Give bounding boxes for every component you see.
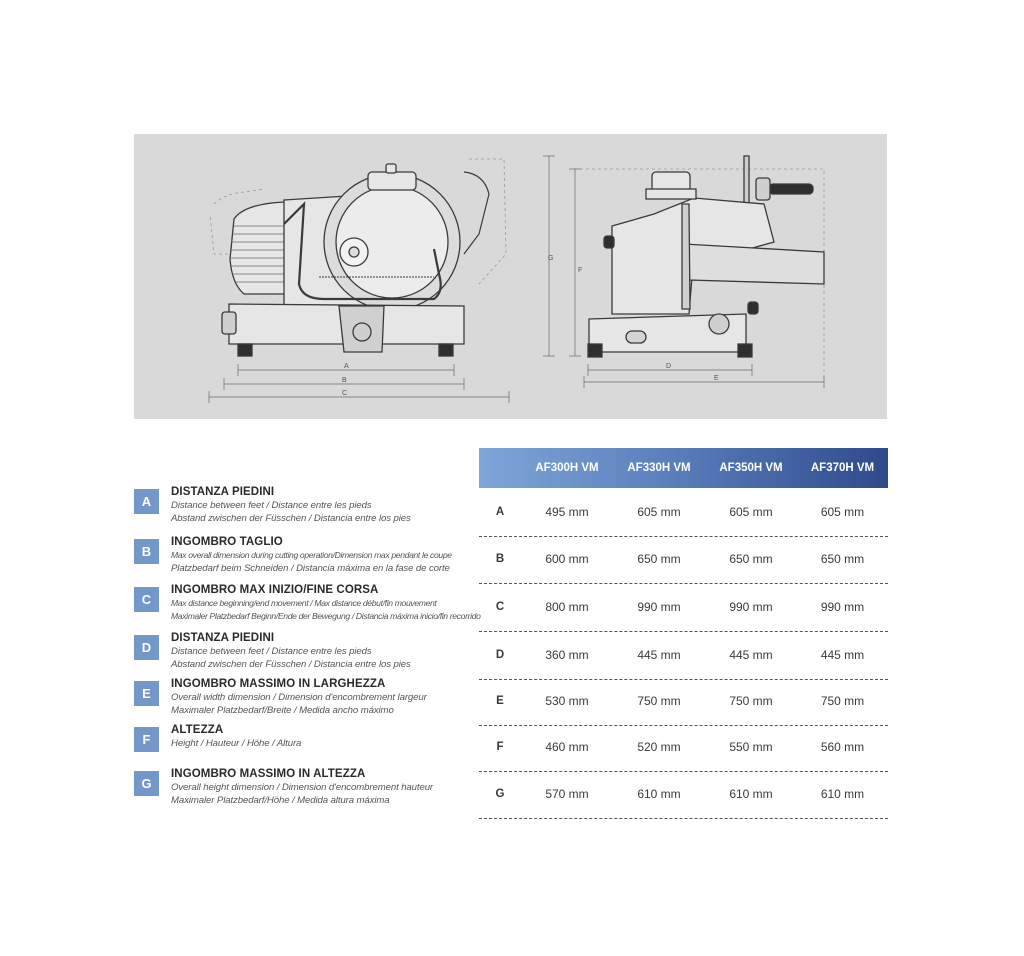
table-cell: 650 mm [637,552,681,566]
legend-item-d: D DISTANZA PIEDINI Distance between feet… [134,632,479,675]
table-cell: 600 mm [545,552,589,566]
legend-title: DISTANZA PIEDINI [171,486,275,498]
table-cell-key: A [495,506,505,518]
table-header: AF300H VM AF330H VM AF350H VM AF370H VM [479,448,888,488]
table-cell: 750 mm [729,694,773,708]
legend-badge: G [134,771,159,796]
legend-line-1: Max overall dimension during cutting ope… [171,550,452,560]
table-cell: 610 mm [820,787,865,801]
table-header-cell [479,448,521,488]
legend-line-1: Max distance beginning/end movement / Ma… [171,598,437,608]
legend-line-2: Maximaler Platzbedarf/Breite / Medida an… [171,705,394,716]
legend-item-b: B INGOMBRO TAGLIO Max overall dimension … [134,536,479,579]
table-cell: 605 mm [637,505,681,519]
legend-badge: F [134,727,159,752]
table-cell: 445 mm [820,648,865,662]
table-cell: 610 mm [637,787,681,801]
legend-line-2: Maximaler Platzbedarf/Höhe / Medida altu… [171,795,390,806]
table-cell: 520 mm [637,740,681,754]
table-cell-key: F [496,741,504,753]
table-cell-key: D [495,649,505,661]
table-cell: 750 mm [820,694,865,708]
table-cell: 570 mm [545,787,589,801]
table-row: F 460 mm 520 mm 550 mm 560 mm [479,724,888,772]
legend-badge: D [134,635,159,660]
dim-label-g: G [548,255,553,262]
legend-title: DISTANZA PIEDINI [171,632,275,644]
table-header-cell: AF350H VM [719,462,783,474]
legend-badge: E [134,681,159,706]
front-view-drawing [209,158,507,357]
legend-item-c: C INGOMBRO MAX INIZIO/FINE CORSA Max dis… [134,584,481,627]
table-cell: 460 mm [545,740,589,754]
table-cell-key: E [496,695,504,707]
table-cell: 445 mm [637,648,681,662]
legend-line-1: Overall height dimension / Dimension d'e… [171,782,434,793]
legend-item-a: A DISTANZA PIEDINI Distance between feet… [134,486,479,529]
table-cell: 990 mm [637,600,681,614]
table-row: E 530 mm 750 mm 750 mm 750 mm [479,678,888,726]
table-cell: 800 mm [545,600,589,614]
technical-drawing-panel: A B C [134,134,887,419]
dim-label-f: F [578,267,582,274]
table-row: D 360 mm 445 mm 445 mm 445 mm [479,632,888,680]
table-cell: 560 mm [820,740,865,754]
legend-title: INGOMBRO MASSIMO IN LARGHEZZA [171,678,386,690]
legend-line-1: Height / Hauteur / Höhe / Altura [171,738,302,749]
table-row: B 600 mm 650 mm 650 mm 650 mm [479,536,888,584]
table-cell: 605 mm [729,505,773,519]
table-row: A 495 mm 605 mm 605 mm 605 mm [479,489,888,537]
legend-title: INGOMBRO TAGLIO [171,536,283,548]
table-cell: 530 mm [545,694,589,708]
slicer-drawings: A B C [208,155,825,403]
legend-badge: A [134,489,159,514]
side-view-dimensions [543,155,825,388]
legend-title: INGOMBRO MASSIMO IN ALTEZZA [171,768,366,780]
dim-label-b: B [342,377,347,384]
table-row: G 570 mm 610 mm 610 mm 610 mm [479,771,888,819]
table-header-cell: AF330H VM [627,462,691,474]
legend-line-2: Abstand zwischen der Füsschen / Distanci… [171,513,411,524]
table-cell: 650 mm [729,552,773,566]
legend-title: INGOMBRO MAX INIZIO/FINE CORSA [171,584,379,596]
dim-label-a: A [344,363,349,370]
table-cell: 550 mm [729,740,773,754]
table-cell: 990 mm [729,600,773,614]
dim-label-d: D [666,363,671,370]
table-header-cell: AF370H VM [810,462,875,474]
table-cell: 495 mm [545,505,589,519]
legend-line-2: Abstand zwischen der Füsschen / Distanci… [171,659,411,670]
table-cell: 650 mm [820,552,865,566]
legend-badge: B [134,539,159,564]
legend-item-e: E INGOMBRO MASSIMO IN LARGHEZZA Overall … [134,678,479,721]
legend-line-1: Overall width dimension / Dimension d'en… [171,692,427,703]
side-view-drawing [574,155,825,379]
table-cell: 360 mm [545,648,589,662]
table-row: C 800 mm 990 mm 990 mm 990 mm [479,584,888,632]
dim-label-c: C [342,390,347,397]
table-header-cell: AF300H VM [535,462,599,474]
table-cell-key: G [495,788,505,800]
legend-badge: C [134,587,159,612]
legend-line-1: Distance between feet / Distance entre l… [171,500,372,511]
front-view-dimensions [208,364,510,403]
table-cell: 610 mm [729,787,773,801]
table-cell-key: B [495,553,505,565]
dim-label-e: E [714,375,719,382]
table-cell: 445 mm [729,648,773,662]
table-cell: 750 mm [637,694,681,708]
legend-line-2: Maximaler Platzbedarf Beginn/Ende der Be… [171,611,481,621]
legend-item-f: F ALTEZZA Height / Hauteur / Höhe / Altu… [134,724,479,767]
legend-title: ALTEZZA [171,724,224,736]
legend-line-1: Distance between feet / Distance entre l… [171,646,372,657]
table-cell: 990 mm [820,600,865,614]
table-cell: 605 mm [820,505,865,519]
table-cell-key: C [495,601,505,613]
legend-line-2: Platzbedarf beim Schneiden / Distancia m… [171,563,450,574]
legend-item-g: G INGOMBRO MASSIMO IN ALTEZZA Overall he… [134,768,479,811]
